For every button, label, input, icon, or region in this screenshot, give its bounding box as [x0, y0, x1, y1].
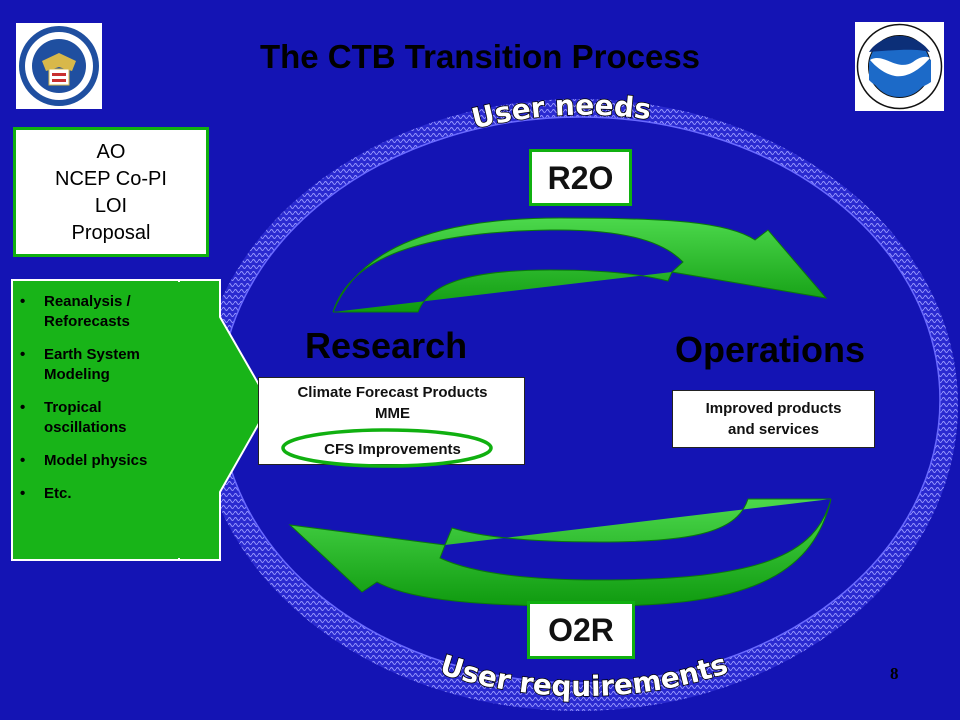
topics-panel	[11, 279, 180, 561]
noaa-logo	[855, 22, 944, 111]
ao-line: AO	[96, 141, 126, 163]
operations-box: Improved products and services	[672, 390, 875, 448]
research-box: Climate Forecast Products MME CFS Improv…	[258, 377, 525, 465]
page-number: 8	[890, 664, 899, 683]
list-item: •Tropical oscillations	[20, 399, 127, 436]
list-item: •Earth System Modeling	[20, 346, 140, 383]
o2r-arrow-body	[288, 498, 832, 607]
and-services-text: and services	[728, 421, 819, 438]
list-item: •Etc.	[20, 485, 72, 502]
improved-products-text: Improved products	[705, 400, 842, 417]
topic-list: •Reanalysis / Reforecasts •Earth System …	[18, 292, 178, 517]
o2r-box: O2R	[527, 601, 635, 659]
ncep-co-pi-line: NCEP Co-PI	[55, 168, 167, 190]
list-item: •Model physics	[20, 452, 148, 469]
climate-forecast-products-text: Climate Forecast Products	[297, 384, 488, 401]
list-item: •Reanalysis / Reforecasts	[20, 293, 131, 330]
r2o-arrow-body	[332, 217, 828, 313]
mme-text: MME	[375, 405, 410, 422]
loi-line: LOI	[94, 195, 128, 217]
department-of-commerce-seal	[16, 23, 102, 109]
input-arrow	[177, 279, 272, 561]
r2o-box: R2O	[529, 149, 632, 206]
proposal-line: Proposal	[71, 222, 151, 244]
page-title: The CTB Transition Process	[259, 38, 701, 75]
cfs-improvements-text: CFS Improvements	[324, 441, 461, 458]
ao-proposal-box: AO NCEP Co-PI LOI Proposal	[13, 127, 209, 257]
operations-label: Operations	[675, 329, 866, 370]
research-label: Research	[305, 325, 468, 366]
